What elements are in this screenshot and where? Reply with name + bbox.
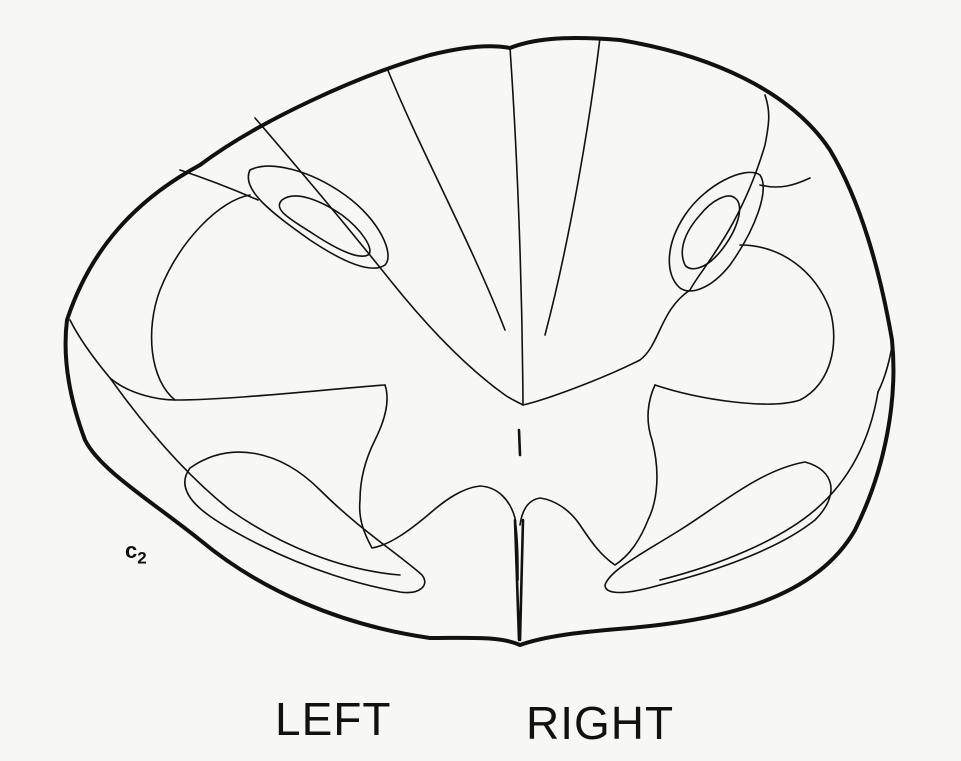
grey-matter-left-wing	[360, 385, 518, 580]
left-side-label: LEFT	[275, 692, 391, 746]
right-ventral-horn	[605, 462, 831, 593]
left-fasciculus-gracilis-border	[387, 68, 505, 330]
ventral-median-fissure	[515, 520, 523, 640]
grey-matter-right-wing	[520, 385, 657, 565]
dorsal-column-right-boundary	[523, 95, 769, 405]
left-ventral-horn	[185, 452, 425, 592]
dorsal-column-left-boundary	[255, 118, 523, 405]
right-fasciculus-gracilis-border	[545, 38, 600, 335]
posterior-median-septum	[510, 48, 523, 405]
left-dorsal-horn-outer	[248, 166, 388, 268]
right-ventral-white-boundary	[660, 392, 878, 580]
spinal-level-label: c2	[125, 538, 147, 568]
section-outline	[66, 38, 894, 645]
right-lateral-tract-boundary	[655, 245, 834, 404]
left-ventral-boundary-line	[70, 320, 175, 400]
level-subscript: 2	[137, 548, 146, 567]
left-lateral-tract-boundary	[152, 195, 385, 400]
left-ventral-white-boundary	[110, 378, 400, 575]
central-canal	[519, 430, 520, 455]
right-side-label: RIGHT	[526, 696, 674, 750]
left-dorsal-horn-inner	[279, 196, 370, 256]
level-letter: c	[125, 538, 137, 563]
right-lateral-divider-upper	[760, 178, 810, 187]
